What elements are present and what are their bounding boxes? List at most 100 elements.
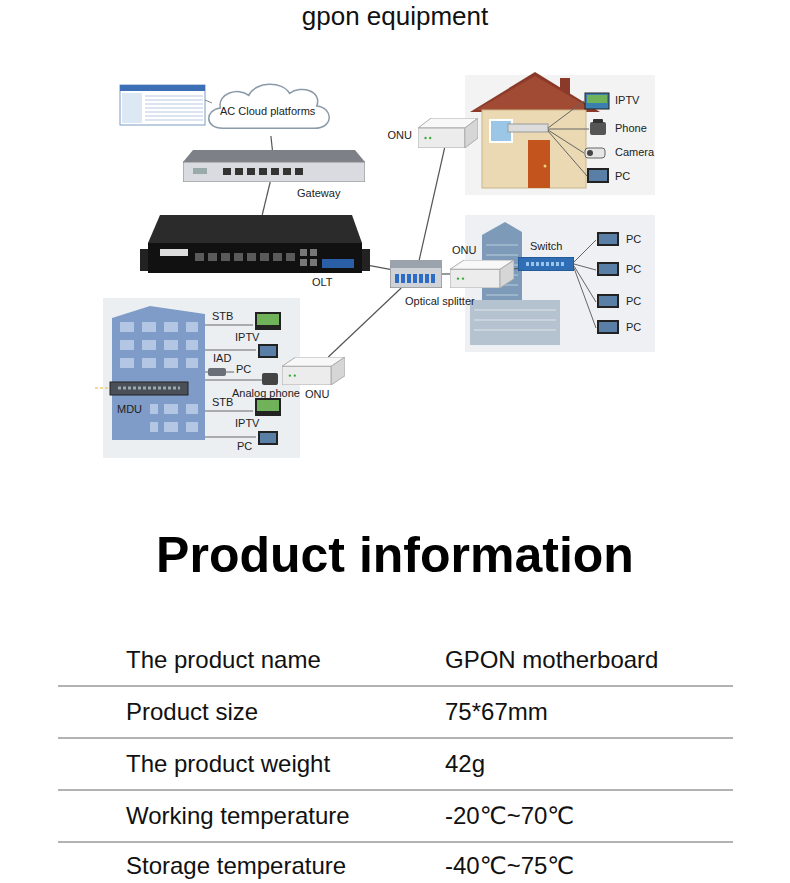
mdu-panel — [186, 340, 198, 350]
house-panel — [587, 95, 607, 103]
mdu-panel — [120, 358, 134, 368]
device-label: ONU — [305, 388, 329, 401]
onu-device: ONU — [450, 260, 514, 288]
olt-device — [300, 259, 307, 266]
onu-device — [418, 128, 465, 148]
gateway-device — [235, 168, 243, 175]
onu-device — [294, 375, 296, 377]
device-label: AC Cloud platforms — [220, 105, 315, 118]
mdu-panel — [120, 322, 134, 332]
house-panel — [476, 76, 594, 110]
table-cell: -40℃~75℃ — [445, 852, 574, 881]
device-label: PC — [626, 263, 641, 276]
table-cell: -20℃~70℃ — [445, 802, 574, 831]
mdu-panel — [164, 422, 178, 432]
house-panel — [528, 140, 550, 188]
mdu-panel — [112, 306, 205, 440]
office-panel — [599, 234, 617, 244]
mdu-panel — [150, 404, 158, 414]
onu-device: ONU — [282, 357, 345, 385]
mdu-panel — [186, 358, 198, 368]
optical-splitter: Optical splitter — [390, 260, 442, 288]
mdu-panel — [186, 322, 198, 332]
device-label: PC — [626, 295, 641, 308]
mdu-panel — [255, 312, 281, 330]
optical-splitter — [395, 274, 435, 283]
olt-device — [160, 249, 188, 256]
onu-device — [465, 118, 478, 148]
link-line — [271, 136, 273, 150]
olt-device — [310, 259, 317, 266]
olt-device — [322, 259, 354, 268]
device-picture — [418, 118, 478, 148]
olt-device — [195, 253, 204, 261]
house-panel — [482, 110, 586, 188]
mdu-panel — [142, 340, 156, 350]
table-rule — [58, 686, 733, 842]
device-picture — [450, 260, 514, 288]
mdu-panel — [164, 340, 178, 350]
device-label: Camera — [615, 146, 654, 159]
house-panel — [590, 122, 606, 135]
olt-device — [221, 253, 230, 261]
device-label: OLT — [312, 276, 333, 289]
gateway-device — [223, 168, 231, 175]
link-line — [419, 148, 444, 260]
device-label: MDU — [117, 403, 142, 416]
gateway-device — [183, 162, 365, 182]
mdu-panel — [258, 431, 278, 445]
section-heading: Product information — [156, 525, 634, 585]
mdu-panel — [260, 346, 276, 356]
device-picture — [518, 257, 574, 271]
olt-device — [273, 253, 282, 261]
device-label: IPTV — [235, 331, 259, 344]
onu-device — [282, 366, 331, 385]
office-panel — [597, 232, 619, 246]
device-label: STB — [212, 310, 233, 323]
house-panel — [587, 168, 609, 183]
gateway-device: Gateway — [183, 150, 365, 182]
office-panel — [574, 240, 596, 328]
diagram-title: gpon equipment — [302, 1, 488, 32]
table-cell: GPON motherboard — [445, 646, 658, 675]
device-label: Optical splitter — [405, 295, 475, 308]
gateway-device — [223, 168, 303, 175]
table-cell: Working temperature — [126, 802, 350, 831]
optical-splitter — [390, 260, 442, 288]
onu-device — [450, 269, 500, 288]
device-label: PC — [236, 363, 251, 376]
onu-device — [429, 137, 431, 139]
office-panel — [474, 310, 556, 330]
office-panel — [599, 264, 617, 274]
device-picture — [282, 357, 345, 385]
table-rule — [58, 686, 733, 842]
screenshot-icon — [120, 85, 205, 91]
screenshot-icon — [120, 85, 212, 125]
olt-device — [310, 249, 317, 256]
gateway-device — [295, 168, 303, 175]
olt-device — [300, 249, 317, 266]
office-panel — [597, 320, 619, 334]
device-label: IPTV — [615, 94, 639, 107]
olt-device — [148, 215, 362, 243]
office-panel — [599, 296, 617, 306]
gateway-device — [259, 168, 267, 175]
mdu-panel — [103, 298, 300, 458]
house-panel — [544, 165, 547, 168]
device-label: ONU — [388, 129, 412, 142]
mdu-panel — [142, 322, 156, 332]
link-line — [514, 268, 518, 270]
mdu-panel — [255, 398, 281, 416]
screenshot-icon — [120, 85, 205, 125]
mdu-panel — [118, 387, 180, 390]
office-panel — [599, 322, 617, 332]
onu-device — [289, 375, 291, 377]
mdu-panel — [120, 340, 134, 350]
switch-device — [526, 262, 566, 266]
table-cell: 42g — [445, 750, 485, 779]
olt-device — [260, 253, 269, 261]
house-panel — [470, 72, 600, 112]
house-panel — [465, 72, 655, 195]
olt-device — [195, 253, 295, 261]
switch-device — [518, 257, 574, 271]
